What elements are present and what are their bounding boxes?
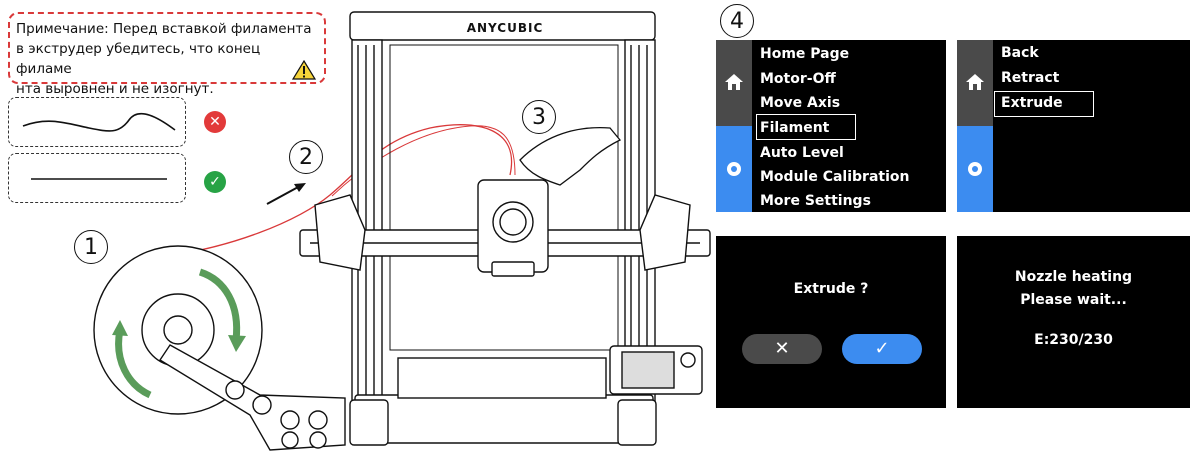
menu-item-retract[interactable]: Retract [1001, 70, 1060, 86]
step-1-label: 1 [74, 230, 108, 264]
note-line-1: Примечание: Перед вставкой филамента [16, 21, 312, 37]
extruder-head [477, 179, 549, 277]
menu-item-motor-off[interactable]: Motor-Off [760, 71, 836, 87]
bent-filament-example [8, 97, 186, 147]
gear-icon [968, 162, 982, 176]
menu-selection-highlight [756, 114, 856, 140]
please-wait-text: Please wait... [1020, 292, 1127, 308]
step-2-label: 2 [289, 140, 323, 174]
menu-item-extrude[interactable]: Extrude [1001, 95, 1063, 111]
printer-control-panel [609, 345, 703, 395]
hand-illustration [519, 126, 622, 186]
menu-item-filament[interactable]: Filament [760, 120, 830, 136]
confirm-button[interactable]: ✓ [842, 334, 922, 364]
cancel-button[interactable]: ✕ [742, 334, 822, 364]
menu-item-move-axis[interactable]: Move Axis [760, 95, 841, 111]
home-icon [966, 74, 984, 90]
heating-status: Nozzle heating [1014, 269, 1133, 285]
printer-menu-screen: Home Page Motor-Off Move Axis Filament A… [716, 40, 946, 212]
rotate-arrow-icon [198, 268, 241, 341]
menu-item-more-settings[interactable]: More Settings [760, 193, 871, 209]
menu-item-auto-level[interactable]: Auto Level [760, 145, 844, 161]
filament-note: Примечание: Перед вставкой филамента в э… [8, 12, 326, 97]
extrude-confirm-screen: Extrude ? ✕ ✓ [716, 236, 946, 408]
straight-filament-example [8, 153, 186, 203]
menu-item-home-page[interactable]: Home Page [760, 46, 850, 62]
menu-item-back[interactable]: Back [1001, 45, 1039, 61]
gear-icon [727, 162, 741, 176]
extrude-prompt: Extrude ? [793, 281, 869, 297]
bent-filament-line [22, 113, 176, 132]
note-line-2: в экструдер убедитесь, что конец филаме [16, 41, 261, 77]
step-3-label: 3 [522, 100, 556, 134]
arrow-icon [266, 183, 306, 205]
warning-icon [292, 60, 316, 80]
filament-spool [93, 245, 346, 451]
rotate-arrow-icon [115, 329, 152, 399]
menu-item-module-calibration[interactable]: Module Calibration [760, 169, 910, 185]
printer-brand: ANYCUBIC [467, 21, 544, 35]
menu-selection-highlight [994, 91, 1094, 117]
note-line-3: нта выровнен и не изогнут. [16, 81, 214, 97]
check-icon: ✓ [204, 171, 226, 193]
x-icon: ✕ [204, 111, 226, 133]
filament-submenu-screen: Back Retract Extrude [957, 40, 1190, 212]
step-4-label: 4 [720, 4, 754, 38]
printer-illustration: ANYCUBIC [93, 11, 711, 451]
home-icon [725, 74, 743, 90]
straight-filament-line [31, 178, 167, 180]
nozzle-heating-screen: Nozzle heating Please wait... E:230/230 [957, 236, 1190, 408]
temperature-readout: E:230/230 [1034, 332, 1113, 348]
